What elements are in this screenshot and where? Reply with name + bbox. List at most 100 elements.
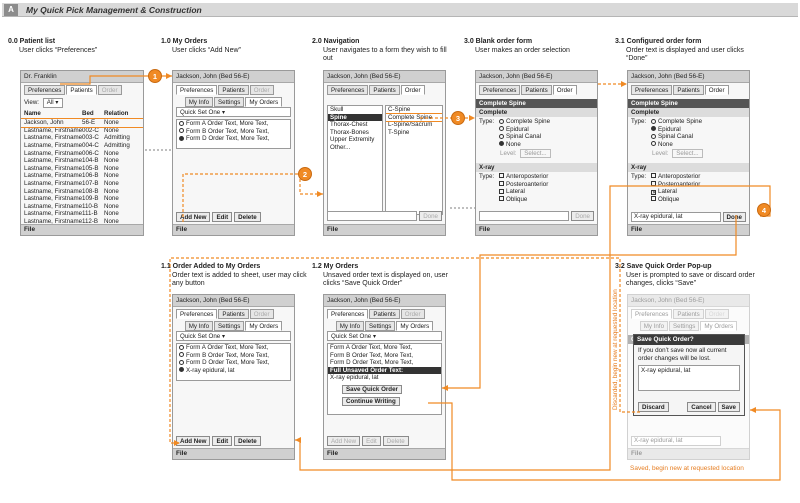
tab-patients[interactable]: Patients xyxy=(521,85,552,95)
quick-set-select[interactable]: Quick Set One ▾ xyxy=(327,331,442,341)
tab-order[interactable]: Order xyxy=(704,85,729,95)
radio-option[interactable]: Spinal Canal xyxy=(651,133,702,141)
checkbox-option[interactable]: Anteroposterior xyxy=(499,173,548,181)
tab-patients[interactable]: Patients xyxy=(66,85,97,95)
tab-my-info[interactable]: My Info xyxy=(335,321,365,331)
list-item-selected[interactable]: X-ray epidural, lat xyxy=(177,367,290,375)
tab-settings[interactable]: Settings xyxy=(214,321,245,331)
tab-settings[interactable]: Settings xyxy=(214,97,245,107)
tab-my-orders[interactable]: My Orders xyxy=(245,97,283,107)
edit-button[interactable]: Edit xyxy=(212,212,233,222)
list-item[interactable]: Form B Order Text, More Text, xyxy=(177,128,290,136)
cancel-button[interactable]: Cancel xyxy=(687,402,716,412)
tab-patients[interactable]: Patients xyxy=(673,85,704,95)
radio-option[interactable]: Complete Spine xyxy=(499,118,550,126)
tab-patients[interactable]: Patients xyxy=(369,85,400,95)
view-select[interactable]: All ▾ xyxy=(42,98,63,108)
tab-preferences[interactable]: Preferences xyxy=(176,85,218,95)
radio-option[interactable]: Complete Spine xyxy=(651,118,702,126)
radio-option[interactable]: None xyxy=(499,141,550,149)
done-button[interactable]: Done xyxy=(722,212,746,222)
list-item[interactable]: Upper Extremity xyxy=(330,136,375,144)
tab-patients[interactable]: Patients xyxy=(218,309,249,319)
list-item-selected[interactable]: Spine xyxy=(328,113,382,122)
order-text-field[interactable] xyxy=(479,211,569,221)
tab-patients[interactable]: Patients xyxy=(369,309,400,319)
list-item[interactable]: T-Spine xyxy=(388,128,410,136)
list-item[interactable]: Form A Order Text, More Text, xyxy=(330,344,413,351)
list-item[interactable]: C-Spine xyxy=(388,106,411,113)
tab-preferences[interactable]: Preferences xyxy=(24,85,66,95)
tab-order[interactable]: Order xyxy=(400,309,425,319)
tab-order[interactable]: Order xyxy=(249,309,274,319)
tab-preferences[interactable]: Preferences xyxy=(176,309,218,319)
checkbox-option[interactable]: Oblique xyxy=(651,196,700,204)
tab-my-orders[interactable]: My Orders xyxy=(245,321,283,331)
discard-button[interactable]: Discard xyxy=(638,402,669,412)
checkbox-option[interactable]: Anteroposterior xyxy=(651,173,700,181)
list-item-targeted[interactable]: Complete Spine xyxy=(386,112,442,123)
tab-my-info[interactable]: My Info xyxy=(184,97,214,107)
edit-button[interactable]: Edit xyxy=(212,436,233,446)
tab-preferences[interactable]: Preferences xyxy=(327,85,369,95)
tab-order[interactable]: Order xyxy=(400,85,425,95)
radio-option[interactable]: Epidural xyxy=(651,126,702,134)
tab-preferences[interactable]: Preferences xyxy=(327,309,369,319)
list-item[interactable]: Thorax-Chest xyxy=(330,121,368,129)
tab-order[interactable]: Order xyxy=(97,85,122,95)
list-item[interactable]: L-Spine/Sacrum xyxy=(388,121,433,129)
done-button[interactable]: Done xyxy=(419,211,442,221)
checkbox-option[interactable]: Posteroanterior xyxy=(499,181,548,189)
radio-option[interactable]: Spinal Canal xyxy=(499,133,550,141)
list-item[interactable]: Form A Order Text, More Text, xyxy=(177,344,290,352)
checkbox-option[interactable]: Lateral xyxy=(499,188,548,196)
list-item[interactable]: Form A Order Text, More Text, xyxy=(177,120,290,128)
add-new-button[interactable]: Add New xyxy=(176,212,211,222)
radio-option[interactable]: None xyxy=(651,141,702,149)
list-item[interactable]: Form D Order Text, More Text, xyxy=(177,359,290,367)
tab-order[interactable]: Order xyxy=(552,85,577,95)
radio-option[interactable]: Epidural xyxy=(499,126,550,134)
delete-button[interactable]: Delete xyxy=(234,212,261,222)
level-select[interactable]: Select... xyxy=(672,149,703,159)
quick-set-select[interactable]: Quick Set One ▾ xyxy=(176,331,291,341)
checkbox-option-checked[interactable]: ✕Lateral xyxy=(651,188,700,196)
list-item[interactable]: Skull xyxy=(330,106,344,113)
checkbox-option[interactable]: Oblique xyxy=(499,196,548,204)
edit-button[interactable]: Edit xyxy=(362,436,381,446)
tab-my-orders[interactable]: My Orders xyxy=(396,321,434,331)
level-select[interactable]: Select... xyxy=(520,149,551,159)
save-quick-order-button[interactable]: Save Quick Order xyxy=(342,384,402,394)
list-item[interactable]: Other... xyxy=(330,143,351,151)
save-button[interactable]: Save xyxy=(717,402,740,412)
tab-settings[interactable]: Settings xyxy=(365,321,396,331)
add-new-button[interactable]: Add New xyxy=(176,436,211,446)
tab-patients[interactable]: Patients xyxy=(218,85,249,95)
list-item[interactable]: Thorax-Bones xyxy=(330,128,369,136)
continue-writing-button[interactable]: Continue Writing xyxy=(342,396,400,406)
tab-my-info[interactable]: My Info xyxy=(184,321,214,331)
delete-button[interactable]: Delete xyxy=(234,436,261,446)
list-item[interactable]: Form B Order Text, More Text, xyxy=(330,351,413,359)
done-button[interactable]: Done xyxy=(571,211,594,221)
list-item[interactable]: Form D Order Text, More Text, xyxy=(330,359,414,367)
tab-order[interactable]: Order xyxy=(249,85,274,95)
tab-preferences[interactable]: Preferences xyxy=(631,85,673,95)
order-text-field[interactable] xyxy=(327,211,417,221)
list-item[interactable]: Form B Order Text, More Text, xyxy=(177,352,290,360)
quick-set-select[interactable]: Quick Set One ▾ xyxy=(176,107,291,117)
